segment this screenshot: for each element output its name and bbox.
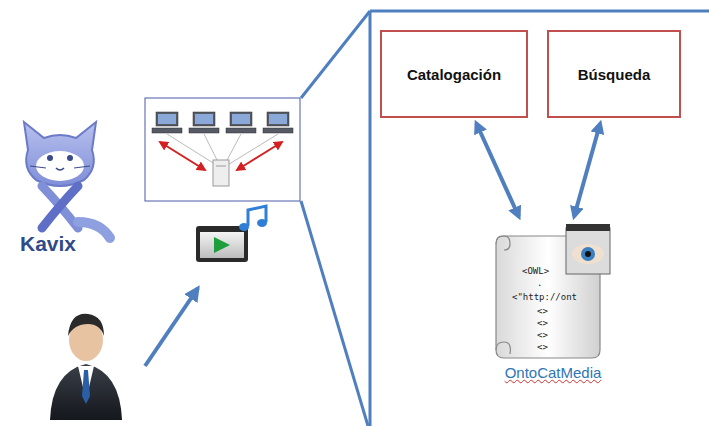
network-box: [145, 98, 300, 201]
code-text: <"http://ont: [512, 292, 577, 302]
double-arrow: [476, 123, 518, 216]
code-text: <>: [537, 330, 548, 340]
code-text: <>: [537, 342, 548, 352]
document-caption: OntoCatMedia: [505, 364, 602, 381]
code-text: .: [537, 278, 542, 288]
process-box: Catalogación: [380, 30, 528, 118]
code-text: <>: [537, 306, 548, 316]
kavix-logo: [24, 122, 110, 238]
box-label: Búsqueda: [578, 66, 651, 83]
media-icon: [196, 206, 267, 262]
code-text: <OWL>: [522, 266, 549, 276]
logo-text: Kavix: [20, 232, 76, 256]
upload-arrow: [145, 288, 198, 366]
box-label: Catalogación: [407, 66, 501, 83]
user-icon: [50, 314, 122, 420]
process-box: Búsqueda: [547, 30, 681, 118]
double-arrow: [574, 124, 600, 216]
zoom-lines: [301, 11, 709, 426]
code-text: <>: [537, 318, 548, 328]
